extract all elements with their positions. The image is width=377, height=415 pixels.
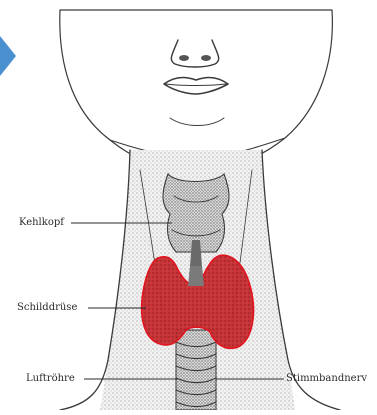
label-thyroid: Schilddrüse	[17, 302, 77, 314]
label-larynx: Kehlkopf	[19, 217, 64, 229]
trachea-sketch	[176, 330, 216, 410]
label-vocal-nerve: Stimmbandnerv	[286, 373, 367, 385]
play-arrow-icon[interactable]	[0, 36, 16, 76]
head-sketch	[60, 10, 333, 172]
label-trachea: Luftröhre	[26, 373, 75, 385]
